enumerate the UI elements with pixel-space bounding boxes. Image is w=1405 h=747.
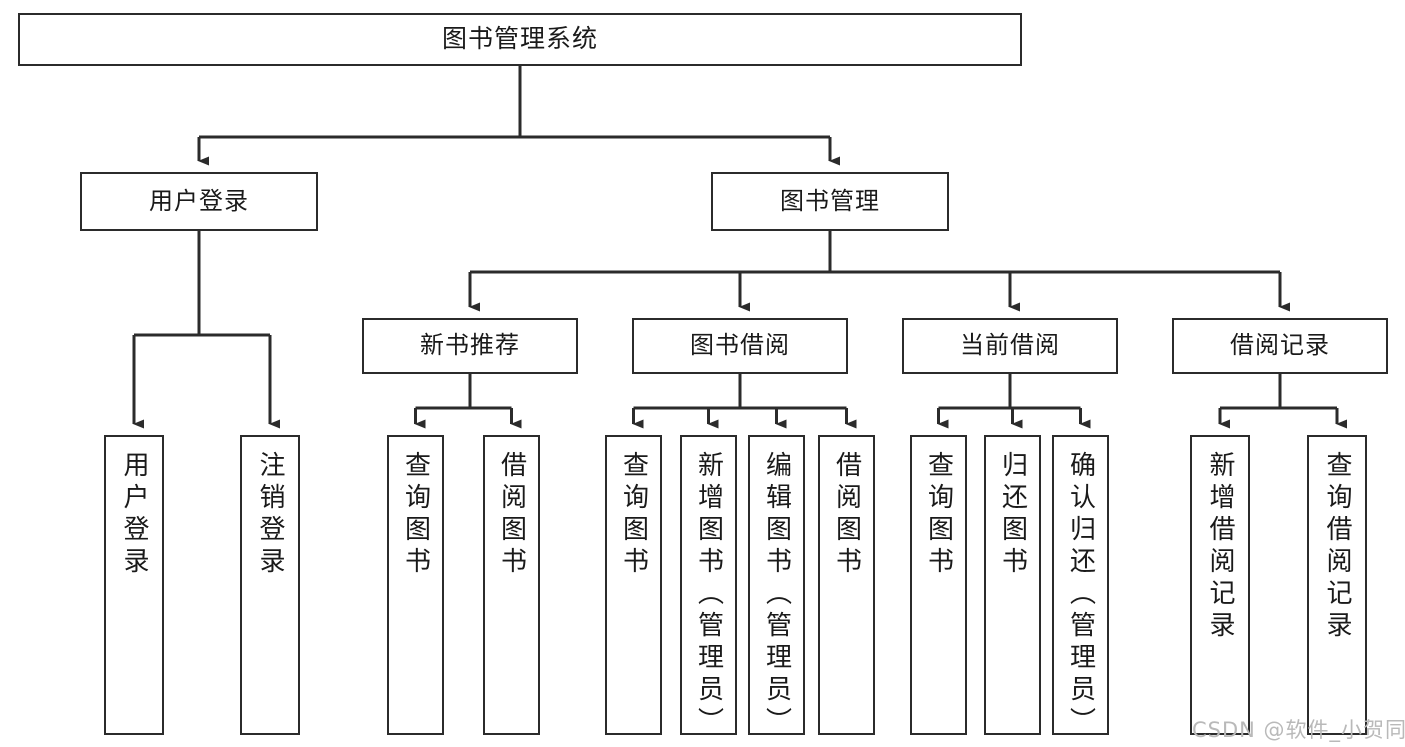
node-new_book_rec-label: 新书推荐 (420, 331, 520, 360)
node-leaf_query_record-label: 查询借阅记录 (1322, 451, 1352, 643)
node-current_borrow[interactable]: 当前借阅 (902, 318, 1118, 374)
node-borrow_record-label: 借阅记录 (1230, 331, 1330, 360)
node-leaf_borrow_book_1[interactable]: 借阅图书 (483, 435, 540, 735)
node-leaf_add_record-label: 新增借阅记录 (1205, 451, 1235, 643)
node-leaf_return_book[interactable]: 归还图书 (984, 435, 1041, 735)
node-leaf_query_record[interactable]: 查询借阅记录 (1307, 435, 1367, 735)
node-user_login-label: 用户登录 (149, 186, 249, 215)
node-leaf_edit_book-label: 编辑图书（管理员） (761, 451, 792, 739)
node-current_borrow-label: 当前借阅 (960, 331, 1060, 360)
node-leaf_borrow_book_1-label: 借阅图书 (496, 451, 527, 579)
node-borrow_record[interactable]: 借阅记录 (1172, 318, 1388, 374)
node-leaf_add_book[interactable]: 新增图书（管理员） (680, 435, 737, 739)
node-book_borrow[interactable]: 图书借阅 (632, 318, 848, 374)
node-leaf_edit_book[interactable]: 编辑图书（管理员） (748, 435, 805, 739)
node-book_borrow-label: 图书借阅 (690, 331, 790, 360)
node-user_login[interactable]: 用户登录 (80, 172, 318, 231)
node-leaf_query_book_3-label: 查询图书 (923, 451, 954, 579)
node-book_manage[interactable]: 图书管理 (711, 172, 949, 231)
node-leaf_user_login-label: 用户登录 (119, 451, 149, 579)
node-root[interactable]: 图书管理系统 (18, 13, 1022, 66)
node-book_manage-label: 图书管理 (780, 186, 880, 215)
node-leaf_query_book_1-label: 查询图书 (400, 451, 431, 579)
node-leaf_logout[interactable]: 注销登录 (240, 435, 300, 735)
node-leaf_query_book_2[interactable]: 查询图书 (605, 435, 662, 735)
watermark: CSDN @软件_小贺同学 (1192, 718, 1405, 742)
node-new_book_rec[interactable]: 新书推荐 (362, 318, 578, 374)
node-leaf_return_book-label: 归还图书 (997, 451, 1028, 579)
node-leaf_confirm_return-label: 确认归还（管理员） (1065, 451, 1096, 739)
node-leaf_add_record[interactable]: 新增借阅记录 (1190, 435, 1250, 735)
node-leaf_query_book_1[interactable]: 查询图书 (387, 435, 444, 735)
node-leaf_borrow_book_2-label: 借阅图书 (831, 451, 862, 579)
node-leaf_query_book_3[interactable]: 查询图书 (910, 435, 967, 735)
node-leaf_logout-label: 注销登录 (255, 451, 285, 579)
node-root-label: 图书管理系统 (441, 24, 598, 54)
node-leaf_query_book_2-label: 查询图书 (618, 451, 649, 579)
node-leaf_borrow_book_2[interactable]: 借阅图书 (818, 435, 875, 735)
node-leaf_user_login[interactable]: 用户登录 (104, 435, 164, 735)
node-leaf_add_book-label: 新增图书（管理员） (693, 451, 724, 739)
node-leaf_confirm_return[interactable]: 确认归还（管理员） (1052, 435, 1109, 739)
